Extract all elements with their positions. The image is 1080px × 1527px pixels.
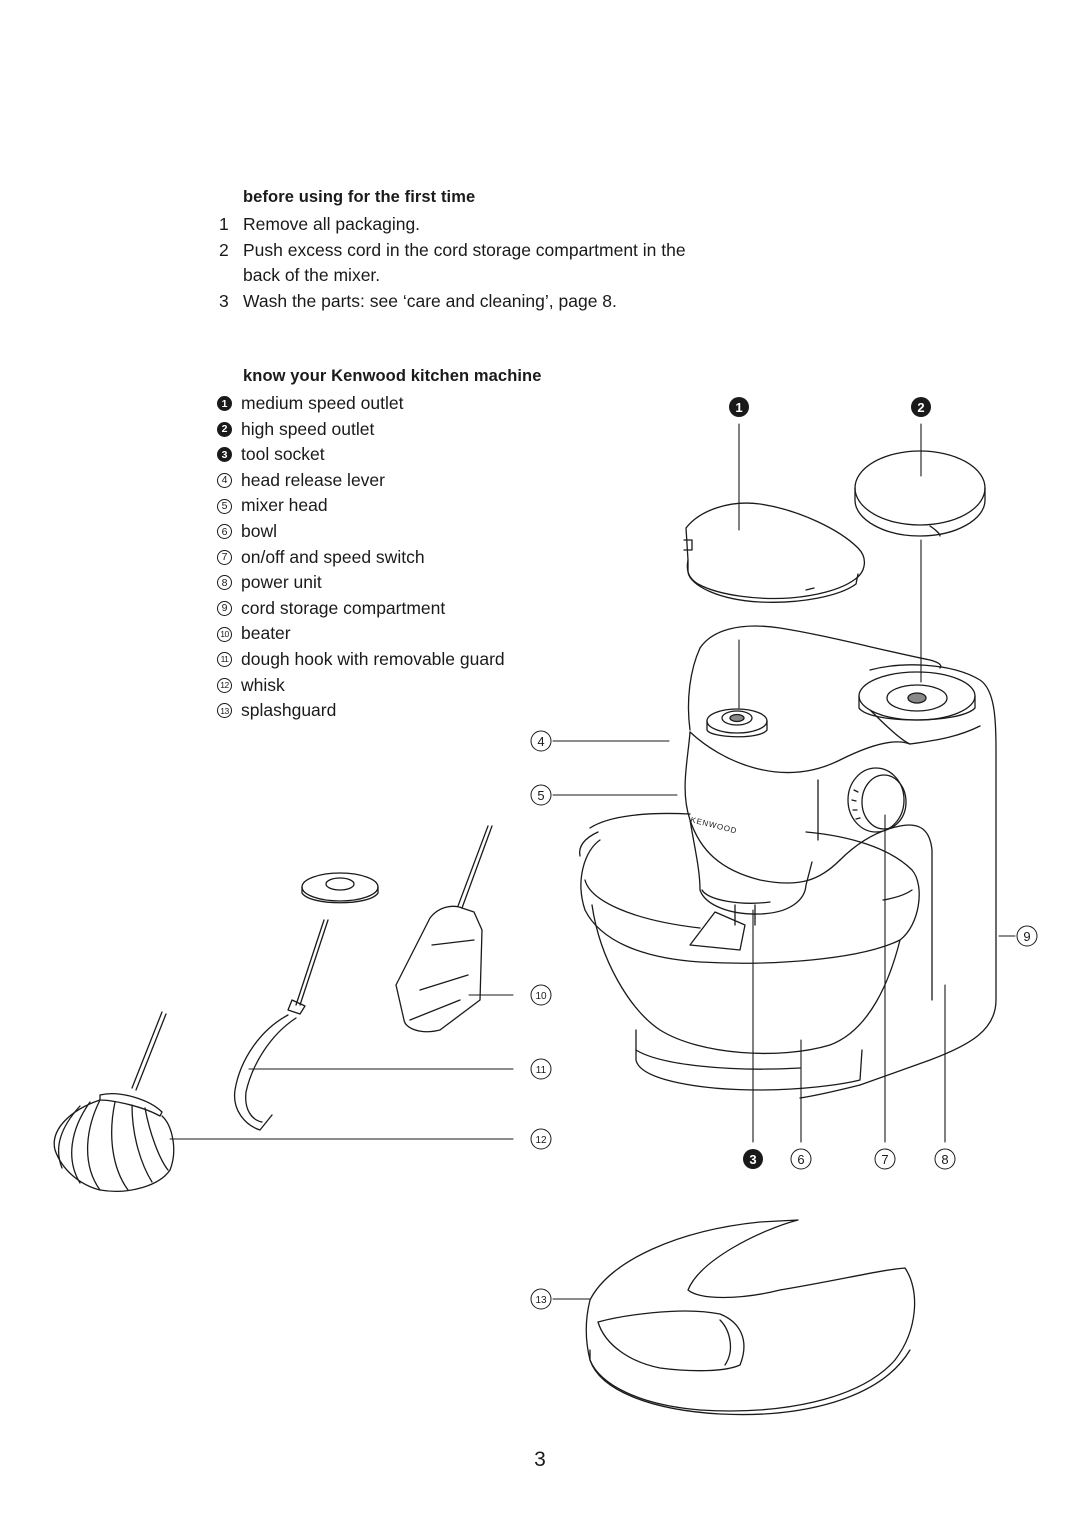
svg-text:3: 3: [749, 1152, 756, 1167]
part-number-badge: 7: [217, 549, 232, 565]
step-item: 3 Wash the parts: see ‘care and cleaning…: [219, 289, 719, 315]
part-item: 9 cord storage compartment: [217, 596, 505, 622]
part-label: head release lever: [241, 469, 385, 490]
know-machine-heading: know your Kenwood kitchen machine: [243, 367, 542, 385]
callout-1: 1: [729, 397, 749, 417]
step-text: Remove all packaging.: [243, 214, 421, 234]
part-label: mixer head: [241, 495, 328, 516]
svg-text:4: 4: [537, 734, 544, 749]
step-item: 1 Remove all packaging.: [219, 212, 719, 238]
part-number-badge: 2: [217, 421, 232, 437]
part-item: 7 on/off and speed switch: [217, 545, 505, 571]
brand-text: KENWOOD: [690, 815, 739, 835]
part-item: 8 power unit: [217, 570, 505, 596]
callout-2: 2: [911, 397, 931, 417]
part-item: 13 splashguard: [217, 698, 505, 724]
svg-text:10: 10: [535, 991, 547, 1002]
callout-13: 13: [530, 1288, 552, 1310]
part-number-badge: 10: [217, 626, 232, 642]
part-number-badge: 13: [217, 703, 232, 719]
part-number-badge: 12: [217, 677, 232, 693]
medium-speed-outlet-cover: [683, 502, 865, 603]
svg-text:8: 8: [941, 1152, 948, 1167]
svg-text:9: 9: [1023, 929, 1030, 944]
step-item: 2 Push excess cord in the cord storage c…: [219, 238, 719, 289]
part-number-badge: 1: [217, 396, 232, 412]
part-label: power unit: [241, 572, 322, 593]
part-item: 5 mixer head: [217, 493, 505, 519]
callouts: 1 2 3 4 5 6 7 8 9 10 11 12 13: [530, 397, 1038, 1310]
part-label: cord storage compartment: [241, 597, 446, 618]
high-speed-outlet-cover: [854, 450, 986, 537]
part-label: on/off and speed switch: [241, 546, 425, 567]
part-item: 1 medium speed outlet: [217, 391, 505, 417]
step-text: Wash the parts: see ‘care and cleaning’,…: [243, 290, 617, 311]
part-label: beater: [241, 623, 291, 644]
mixer-body: [684, 625, 997, 1099]
callout-11: 11: [530, 1058, 552, 1080]
step-number: 2: [219, 239, 229, 260]
callout-7: 7: [874, 1148, 896, 1170]
part-label: dough hook with removable guard: [241, 648, 505, 669]
part-number-badge: 6: [217, 524, 232, 540]
svg-text:13: 13: [535, 1295, 547, 1306]
step-text: Push excess cord in the cord storage com…: [243, 239, 686, 286]
page-number: 3: [534, 1448, 546, 1471]
part-label: splashguard: [241, 700, 337, 721]
part-label: bowl: [241, 520, 277, 541]
part-number-badge: 4: [217, 473, 232, 489]
part-item: 4 head release lever: [217, 468, 505, 494]
leader-lines: [169, 423, 1016, 1300]
dough-hook-tool: [233, 919, 329, 1131]
callout-9: 9: [1016, 925, 1038, 947]
part-number-badge: 11: [217, 652, 232, 668]
part-number-badge: 5: [217, 498, 232, 514]
part-number-badge: 8: [217, 575, 232, 591]
splashguard-shape: [585, 1219, 916, 1416]
part-label: medium speed outlet: [241, 393, 404, 413]
callout-6: 6: [790, 1148, 812, 1170]
first-use-steps: 1 Remove all packaging. 2 Push excess co…: [219, 212, 719, 314]
callout-12: 12: [530, 1128, 552, 1150]
step-number: 3: [219, 290, 229, 311]
svg-text:2: 2: [917, 400, 924, 415]
callout-8: 8: [934, 1148, 956, 1170]
part-number-badge: 3: [217, 447, 232, 463]
callout-5: 5: [530, 784, 552, 806]
step-number: 1: [219, 214, 229, 234]
part-item: 12 whisk: [217, 673, 505, 699]
beater-tool: [395, 825, 493, 1033]
svg-text:5: 5: [537, 788, 544, 803]
callout-10: 10: [530, 984, 552, 1006]
part-label: high speed outlet: [241, 418, 375, 439]
svg-text:12: 12: [535, 1135, 547, 1146]
first-use-heading: before using for the first time: [243, 188, 476, 206]
svg-text:7: 7: [881, 1152, 888, 1167]
svg-text:6: 6: [797, 1152, 804, 1167]
part-item: 3 tool socket: [217, 442, 505, 468]
part-item: 10 beater: [217, 621, 505, 647]
whisk-tool: [53, 1011, 175, 1192]
dough-hook-guard: [301, 872, 379, 904]
part-number-badge: 9: [217, 601, 232, 617]
part-label: whisk: [241, 674, 285, 695]
callout-4: 4: [530, 730, 552, 752]
part-item: 2 high speed outlet: [217, 417, 505, 443]
part-item: 6 bowl: [217, 519, 505, 545]
bowl-shape: [579, 812, 920, 1091]
svg-text:1: 1: [735, 400, 742, 415]
part-label: tool socket: [241, 444, 325, 465]
part-item: 11 dough hook with removable guard: [217, 647, 505, 673]
svg-text:11: 11: [536, 1065, 547, 1076]
callout-3: 3: [743, 1149, 763, 1169]
